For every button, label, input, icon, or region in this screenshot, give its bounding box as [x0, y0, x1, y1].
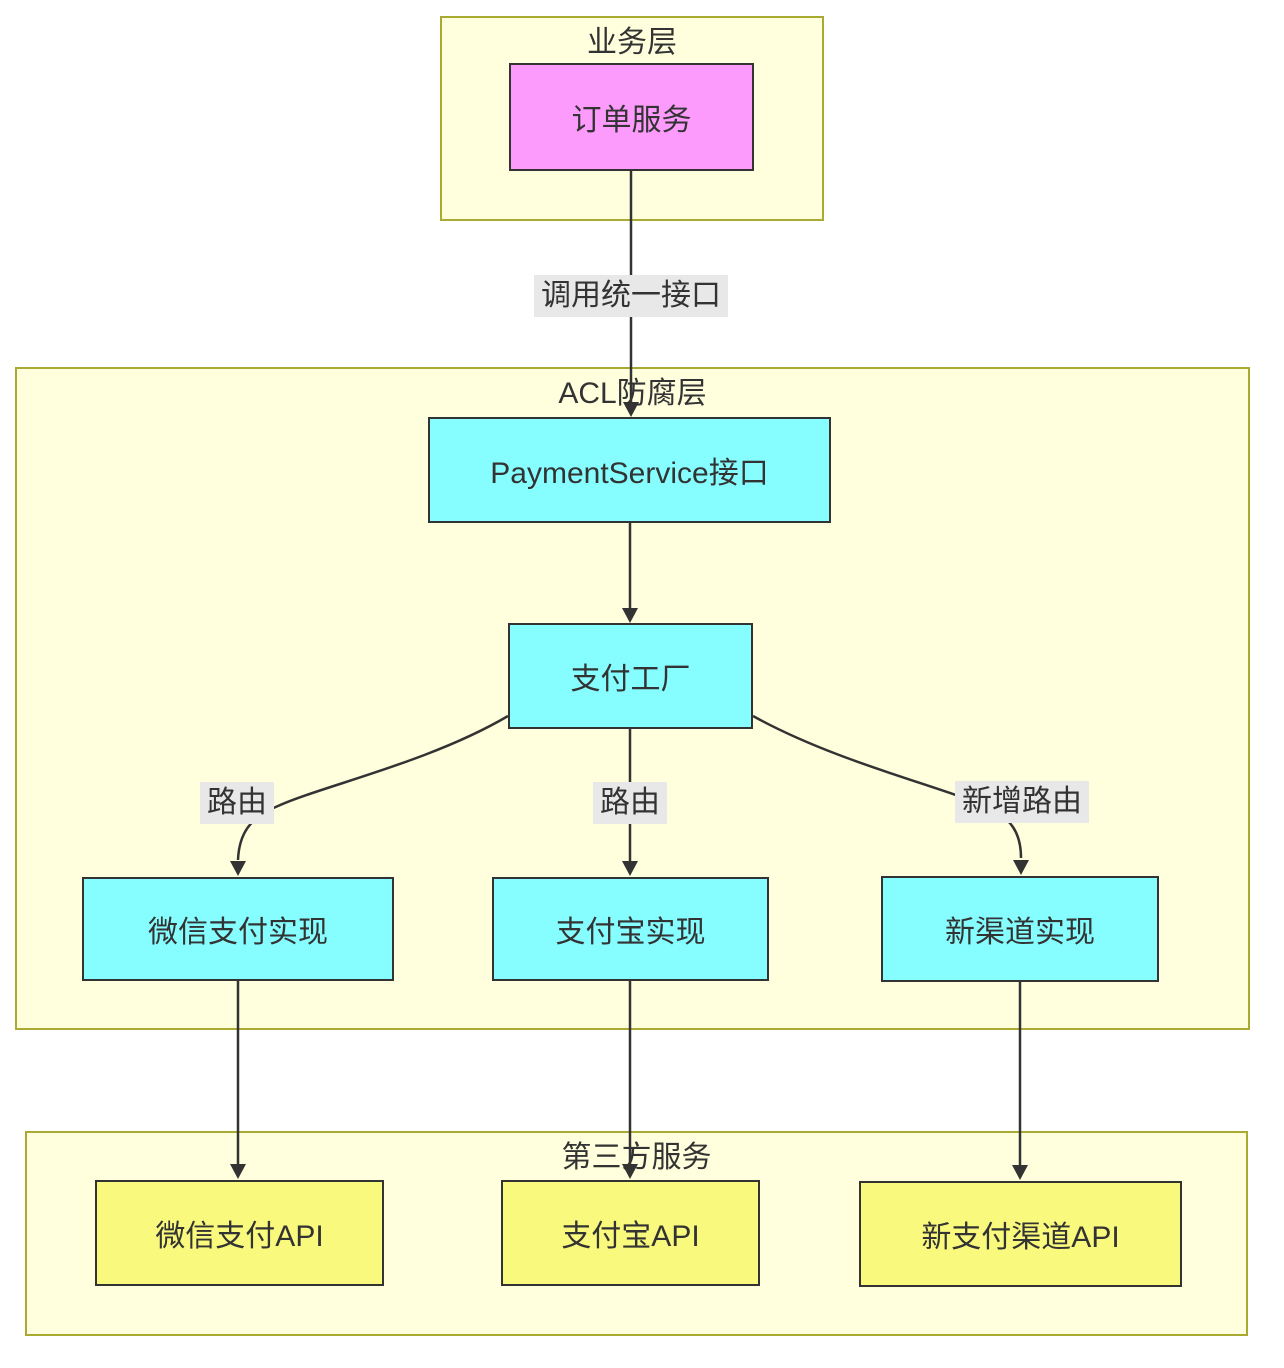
cluster-third-party-layer-title: 第三方服务: [561, 1141, 712, 1174]
node-payment-service-interface: PaymentService接口: [428, 417, 831, 523]
edge-label-route-alipay: 路由: [593, 782, 667, 824]
node-new-channel-impl: 新渠道实现: [881, 876, 1159, 982]
cluster-acl-layer-title: ACL防腐层: [558, 377, 707, 410]
node-payment-factory: 支付工厂: [508, 623, 753, 729]
node-wechat-pay-api: 微信支付API: [95, 1180, 384, 1286]
node-payment-service-interface-label: PaymentService接口: [490, 457, 769, 490]
edge-label-call-unified-interface: 调用统一接口: [534, 275, 728, 317]
node-new-payment-channel-api-label: 新支付渠道API: [921, 1221, 1120, 1254]
node-alipay-api: 支付宝API: [501, 1180, 760, 1286]
node-wechat-pay-impl: 微信支付实现: [82, 877, 394, 981]
node-payment-factory-label: 支付工厂: [570, 663, 691, 696]
node-alipay-impl-label: 支付宝实现: [555, 916, 706, 949]
node-wechat-pay-impl-label: 微信支付实现: [148, 916, 328, 949]
node-wechat-pay-api-label: 微信支付API: [155, 1220, 324, 1253]
node-new-channel-impl-label: 新渠道实现: [945, 916, 1095, 949]
node-new-payment-channel-api: 新支付渠道API: [859, 1181, 1182, 1287]
cluster-business-layer-title: 业务层: [587, 26, 677, 59]
node-alipay-impl: 支付宝实现: [492, 877, 769, 981]
edge-label-route-new: 新增路由: [955, 781, 1089, 823]
node-alipay-api-label: 支付宝API: [561, 1220, 700, 1253]
edge-label-route-wechat: 路由: [200, 782, 274, 824]
node-order-service: 订单服务: [509, 63, 754, 171]
node-order-service-label: 订单服务: [571, 104, 692, 137]
